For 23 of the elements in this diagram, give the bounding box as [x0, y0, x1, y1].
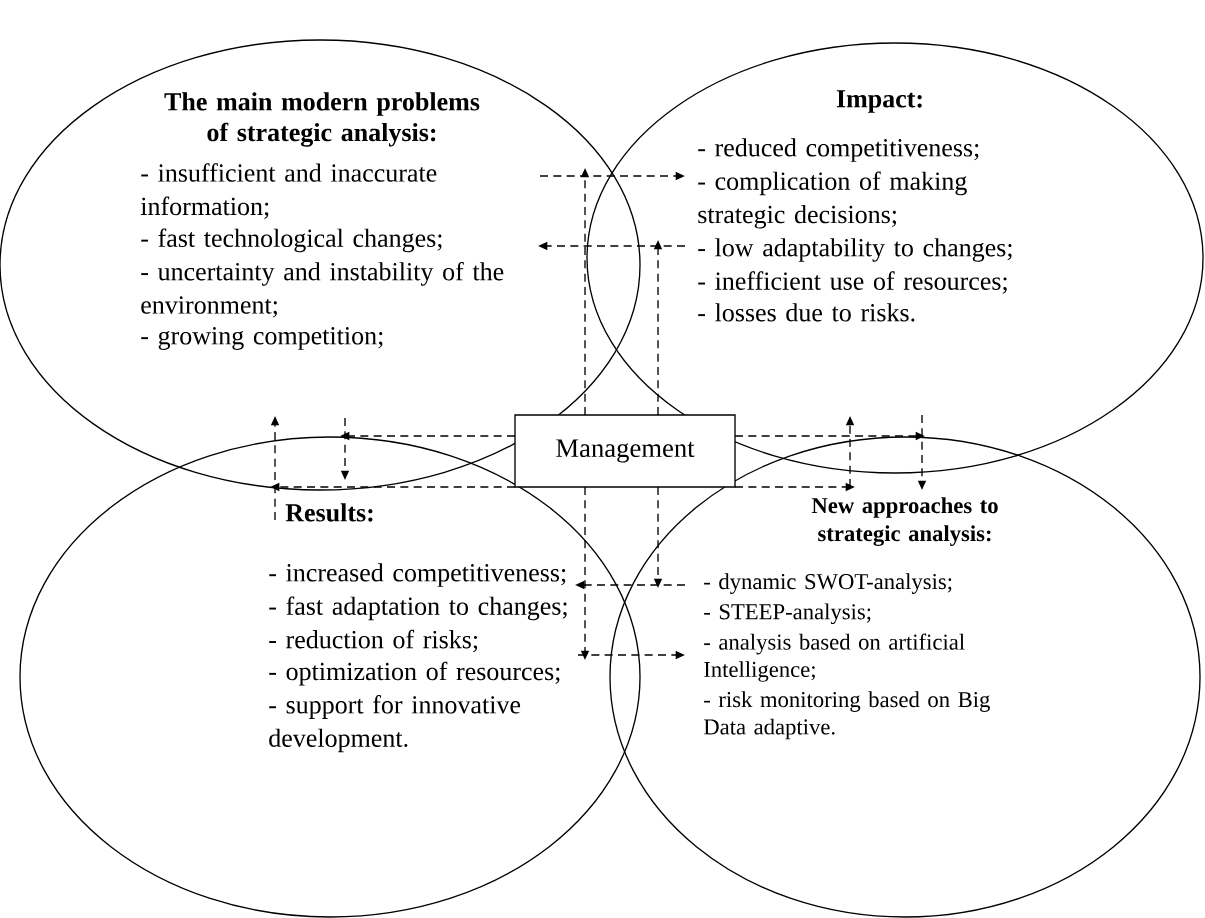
- list-item: - dynamic SWOT-analysis;: [704, 573, 952, 594]
- list-item: - complication of making strategic decisions;: [698, 171, 967, 229]
- list-item: - increased competitiveness;: [269, 563, 566, 587]
- list-item: - insufficient and inaccurate information;: [140, 163, 437, 219]
- list-item: - inefficient use of resources;: [698, 271, 1007, 294]
- list-item: - uncertainty and instability of the environment;: [141, 261, 504, 318]
- list-item: - growing competition;: [141, 327, 383, 350]
- list-item: - optimization of resources;: [269, 661, 560, 686]
- list-item: - risk monitoring based on Big Data adaptive.: [703, 691, 990, 740]
- heading: The main modern problems of strategic analysis:: [164, 92, 480, 147]
- list-item: - losses due to risks.: [698, 303, 915, 322]
- list-item: - STEEP-analysis;: [704, 603, 871, 625]
- list-item: - low adaptability to changes;: [698, 238, 1012, 262]
- list-item: - analysis based on artificial Intelligence;: [704, 633, 965, 682]
- list-item: - support for innovative development.: [269, 695, 521, 753]
- list-item: - fast technological changes;: [141, 228, 442, 253]
- management-box: Management: [514, 414, 736, 488]
- heading: Impact:: [836, 90, 922, 113]
- heading: Results:: [285, 503, 373, 522]
- list-item: - fast adaptation to changes;: [269, 596, 567, 621]
- list-item: - reduction of risks;: [269, 629, 478, 653]
- heading: New approaches to strategic analysis:: [811, 497, 998, 546]
- list-item: - reduced competitiveness;: [698, 138, 979, 162]
